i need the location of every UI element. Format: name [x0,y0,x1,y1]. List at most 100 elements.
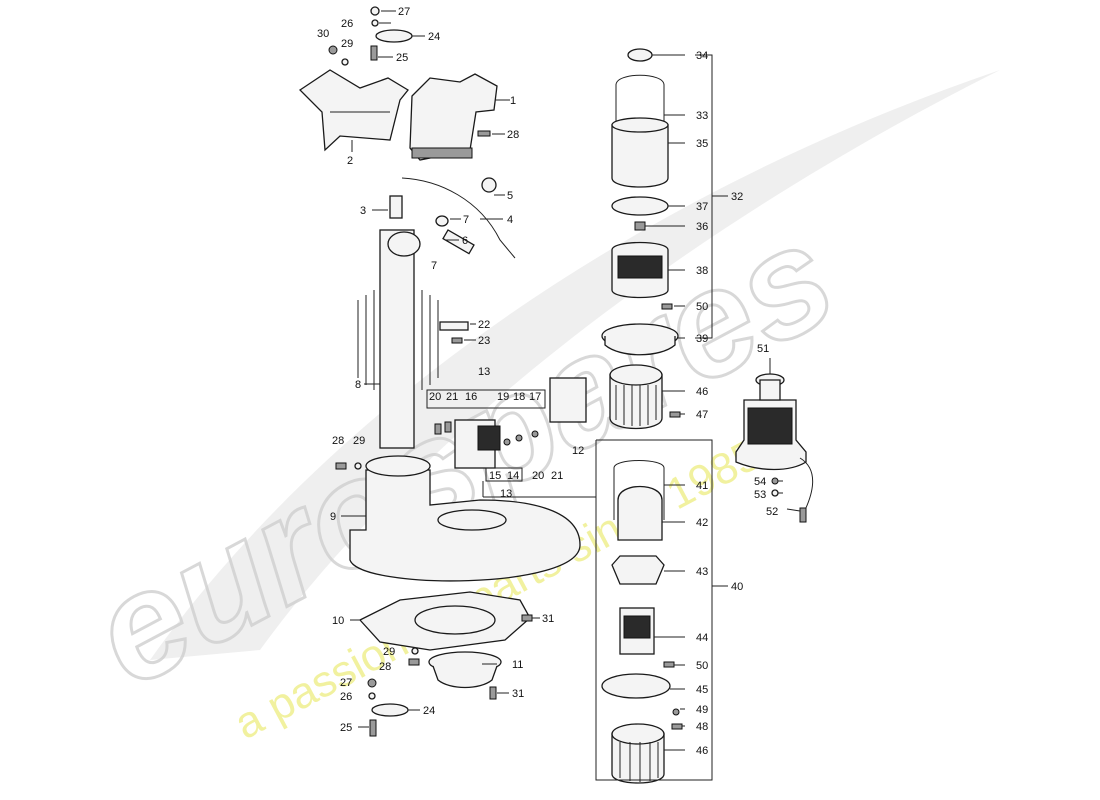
callout-34: 34 [696,50,708,62]
callout-26: 26 [340,691,352,703]
nut-27 [370,6,380,16]
washer-7 [435,215,449,227]
screw-28-low [408,658,420,666]
shroud-left-2 [298,69,409,152]
callout-23: 23 [478,335,490,347]
washer-26 [371,19,379,27]
callout-12: 12 [572,445,584,457]
nut-30 [328,45,338,55]
callout-1: 1 [510,95,516,107]
motor-assembly-51 [735,373,814,523]
screw-23 [451,337,463,344]
callout-11: 11 [512,659,523,671]
callout-8: 8 [355,379,361,391]
cable-4 [401,177,516,259]
blower-assembly-40 [601,460,683,730]
callout-49: 49 [696,704,708,716]
callout-46: 46 [696,745,708,757]
leader-lines [341,10,801,781]
callout-24: 24 [423,705,435,717]
callout-5: 5 [507,190,513,202]
screw-17 [531,430,539,438]
screw-28 [477,130,491,137]
callout-27: 27 [398,6,410,18]
callout-3: 3 [360,205,366,217]
callout-10: 10 [332,615,344,627]
relay-15 [477,425,501,451]
clamp-24-low [371,703,409,717]
watermark-swoosh [150,70,1000,660]
base-plate-10-opening [414,605,496,635]
callout-15: 15 [489,470,501,482]
sender-3 [389,195,403,219]
screw-31-upper [521,614,533,622]
screw-31-lower [489,686,497,700]
callout-38: 38 [696,265,708,277]
nut-27-low [367,678,377,688]
callout-22: 22 [478,319,490,331]
boot-5 [481,177,497,193]
callout-24: 24 [428,31,440,43]
pin-36 [634,221,646,231]
screw-50-upper [661,303,673,310]
callout-25: 25 [396,52,408,64]
callout-28: 28 [332,435,344,447]
rod-6 [442,229,475,255]
callout-52: 52 [766,506,778,518]
callout-31: 31 [542,613,554,625]
washer-29-low [411,647,419,655]
nut-54 [771,477,779,485]
top-clamp-group [328,6,413,66]
bracket-33 [615,74,665,130]
callout-labels: 27 26 24 30 29 25 1 28 2 5 3 4 7 6 7 22 … [317,6,778,757]
callout-37: 37 [696,201,708,213]
clamp-24 [375,29,413,43]
housing-9 [349,455,581,582]
callout-14: 14 [507,470,519,482]
callout-44: 44 [696,632,708,644]
cap-34 [627,48,653,62]
washer-53 [771,489,779,497]
screw-50-lower [663,661,675,668]
washer-29-mid [354,462,362,470]
callout-39: 39 [696,333,708,345]
bracket-frame-13 [426,389,546,409]
callout-20: 20 [532,470,544,482]
callout-6: 6 [462,235,468,247]
callout-20: 20 [429,391,441,403]
ring-37 [611,196,669,216]
watermark: eurospares a passion for parts since 198… [65,70,1000,749]
callout-28: 28 [379,661,391,673]
callout-16: 16 [465,391,477,403]
filter-46-upper [609,364,663,430]
callout-50: 50 [696,301,708,313]
callout-30: 30 [317,28,329,40]
callout-32: 32 [731,191,743,203]
screw-25 [370,45,378,61]
nut-19 [503,438,511,446]
callout-41: 41 [696,480,708,492]
washer-26-low [368,692,376,700]
hood-42 [617,486,663,541]
callout-40: 40 [731,581,743,593]
callout-19: 19 [497,391,509,403]
sender-cable-group [389,177,516,259]
control-unit-group [426,377,587,482]
bracket-41 [613,460,665,520]
screw-25-low [369,719,377,737]
washer-29 [341,58,349,66]
callout-46: 46 [696,386,708,398]
gasket-43 [611,555,665,585]
screw-28-mid [335,462,347,470]
callout-47: 47 [696,409,708,421]
clip-20 [434,423,442,435]
washer-18 [515,434,523,442]
terminal-52 [799,507,807,523]
callout-31: 31 [512,688,524,700]
callout-26: 26 [341,18,353,30]
callout-7: 7 [431,260,437,272]
filter-46-lower [611,723,665,784]
lead-52 [799,457,814,511]
callout-7: 7 [463,214,469,226]
